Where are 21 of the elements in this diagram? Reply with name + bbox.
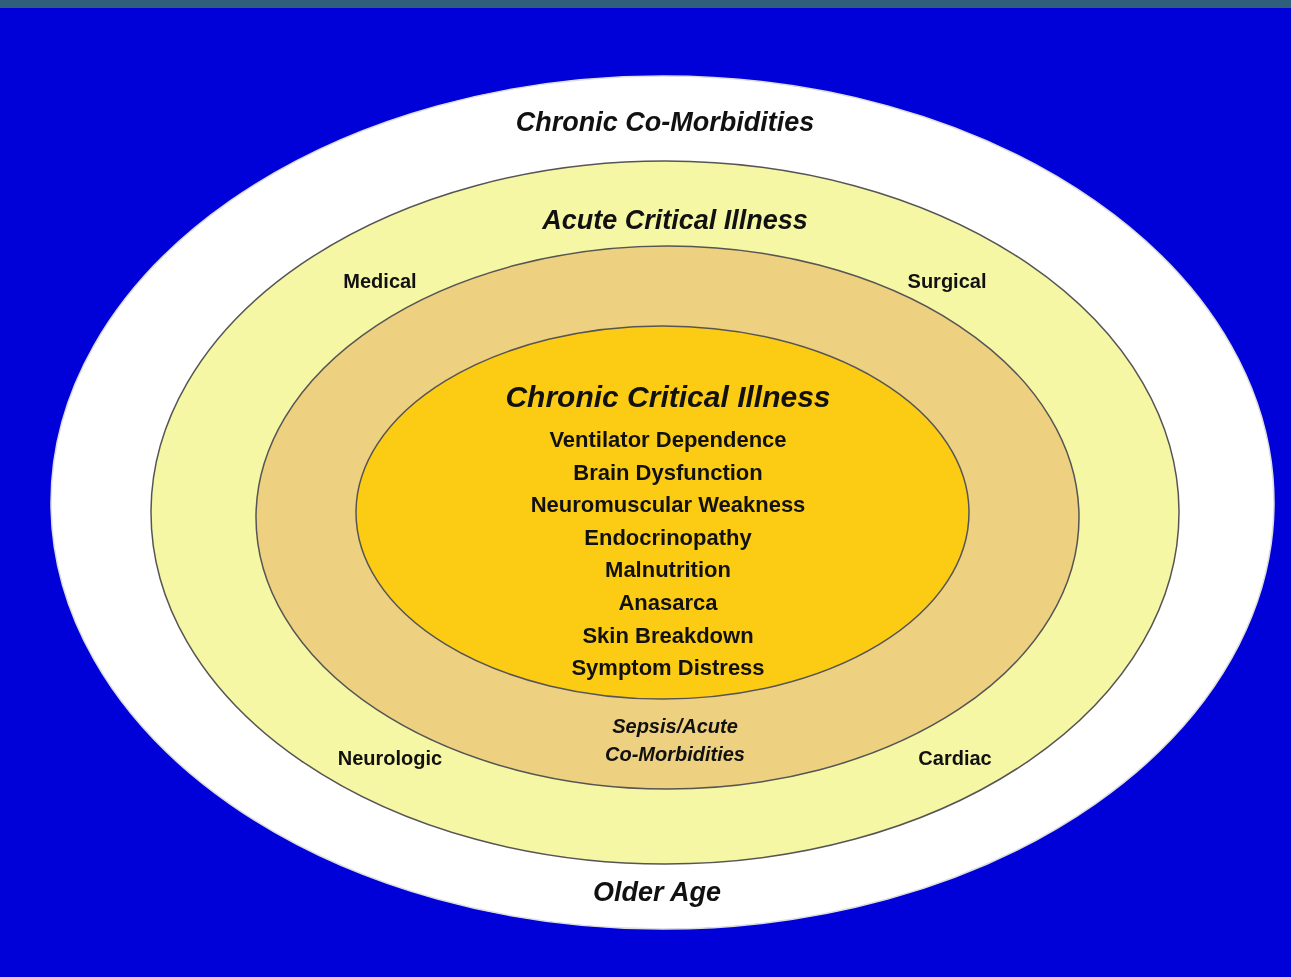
region-heading: Acute Critical Illness: [542, 204, 808, 236]
list-item: Brain Dysfunction: [573, 459, 763, 486]
region-heading: Chronic Critical Illness: [505, 380, 831, 414]
region-label: Neurologic: [337, 746, 443, 770]
region-label: Chronic Co-Morbidities: [515, 106, 815, 138]
list-item: Ventilator Dependence: [549, 427, 787, 453]
region-label: Surgical: [907, 269, 987, 293]
middle-ellipse: [150, 160, 1180, 865]
list-item: Neuromuscular Weakness: [530, 492, 806, 519]
region-label: Cardiac: [918, 746, 992, 770]
inner-ellipse: [255, 245, 1080, 790]
list-item: Anasarca: [618, 590, 718, 616]
region-label: Medical: [343, 269, 417, 293]
list-item: Symptom Distress: [571, 655, 765, 682]
list-item: Malnutrition: [605, 557, 731, 584]
core-ellipse: [355, 325, 970, 700]
region-label: Older Age: [593, 876, 721, 908]
list-item: Endocrinopathy: [584, 524, 752, 551]
outer-ellipse: [50, 75, 1275, 930]
region-label: Sepsis/Acute Co-Morbidities: [604, 714, 746, 767]
list-item: Skin Breakdown: [582, 622, 754, 649]
